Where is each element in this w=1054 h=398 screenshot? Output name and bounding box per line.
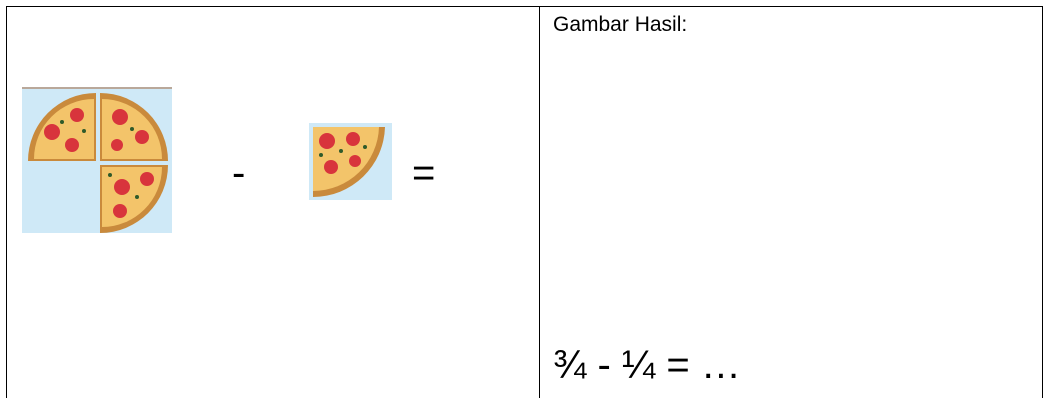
table-border-top [6, 6, 1043, 7]
table-border-right [1042, 6, 1043, 398]
three-quarter-pizza-image [22, 87, 172, 233]
equals-operator: = [412, 151, 436, 195]
table-border-middle [539, 6, 540, 398]
fraction-equation: ¾ - ¼ = … [553, 343, 741, 387]
result-picture-label: Gambar Hasil: [553, 13, 688, 36]
one-quarter-pizza-image [309, 123, 392, 200]
minus-operator: - [232, 151, 246, 195]
table-border-left [6, 6, 7, 398]
